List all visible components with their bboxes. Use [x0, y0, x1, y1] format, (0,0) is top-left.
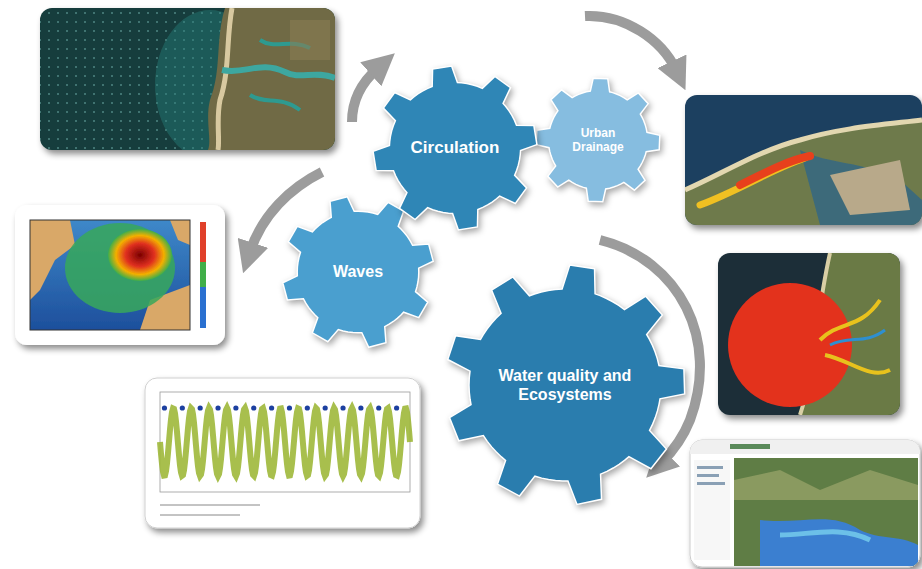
map-screenshot — [40, 8, 335, 160]
observation-dot — [233, 405, 238, 410]
observation-dot — [251, 405, 256, 410]
observation-dot — [358, 405, 363, 410]
gear-shape — [445, 265, 685, 505]
gear-node: Urban Drainage — [536, 78, 660, 202]
observation-dot — [269, 405, 274, 410]
estuary-screenshot — [718, 253, 900, 415]
gear-node: Waves — [282, 196, 434, 348]
gear-label: Water quality and Ecosystems — [478, 366, 653, 404]
plume-screenshot — [685, 95, 922, 225]
gear-node: Circulation — [373, 66, 537, 230]
observation-dot — [180, 405, 185, 410]
observation-dot — [340, 405, 345, 410]
gear-node: Water quality and Ecosystems — [445, 265, 685, 505]
wave-chart-screenshot — [15, 205, 225, 345]
observation-dot — [198, 405, 203, 410]
observation-dot — [305, 405, 310, 410]
gear-label: Waves — [333, 262, 383, 281]
observation-dot — [287, 405, 292, 410]
observation-dot — [376, 405, 381, 410]
observation-dot — [394, 405, 399, 410]
time-series-screenshot — [145, 378, 420, 528]
gear-label: Circulation — [411, 138, 500, 158]
observation-dot — [162, 405, 167, 410]
observation-dot — [215, 405, 220, 410]
observation-dot — [323, 405, 328, 410]
water-level-line — [160, 408, 410, 476]
gear-label: Urban Drainage — [562, 126, 634, 155]
web-portal-screenshot — [690, 440, 920, 567]
